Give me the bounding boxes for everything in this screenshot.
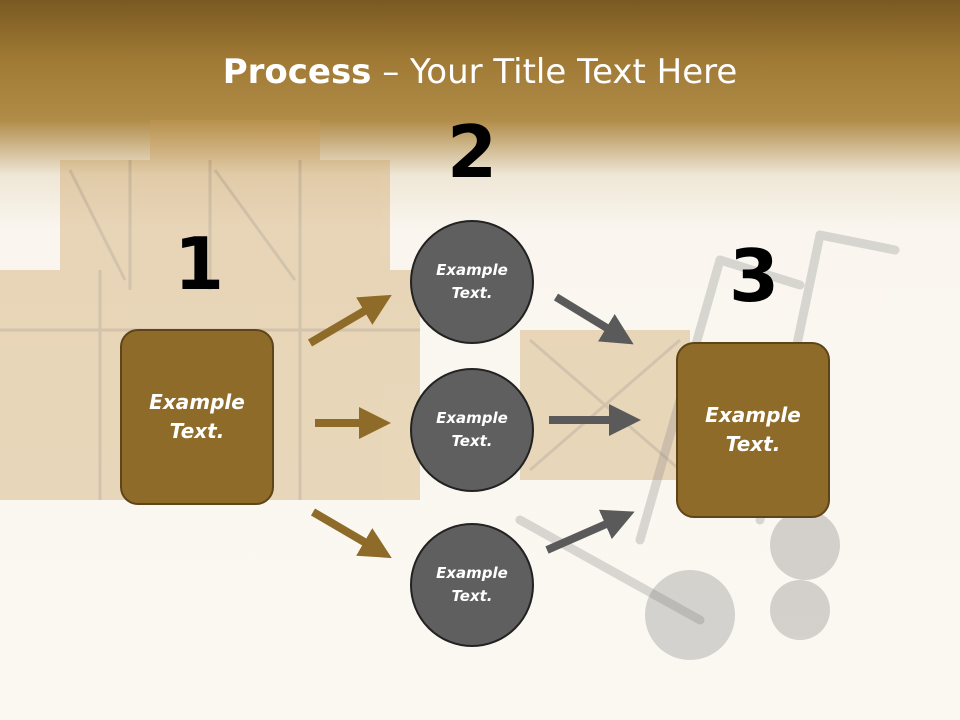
slide-title: Process – Your Title Text Here xyxy=(0,52,960,92)
circle-bottom-text: Example Text. xyxy=(436,563,508,605)
step-1-box: Example Text. xyxy=(120,329,274,505)
arrow-1-to-bottom xyxy=(310,508,392,559)
title-bold: Process xyxy=(222,52,372,92)
circle-middle-text: Example Text. xyxy=(436,408,508,450)
step-1-text: Example Text. xyxy=(149,390,245,443)
arrow-top-to-3 xyxy=(553,293,634,345)
step-3-text: Example Text. xyxy=(705,403,801,456)
title-rest: – Your Title Text Here xyxy=(371,52,738,92)
step-number-2: 2 xyxy=(446,110,498,194)
arrow-bottom-to-3 xyxy=(545,509,635,554)
step-number-3: 3 xyxy=(728,234,780,318)
arrow-1-to-top xyxy=(307,294,392,347)
circle-bottom: Example Text. xyxy=(410,523,534,647)
circle-top: Example Text. xyxy=(410,220,534,344)
circle-top-text: Example Text. xyxy=(436,260,508,302)
step-3-box: Example Text. xyxy=(676,342,830,518)
circle-middle: Example Text. xyxy=(410,368,534,492)
step-number-1: 1 xyxy=(173,222,225,306)
